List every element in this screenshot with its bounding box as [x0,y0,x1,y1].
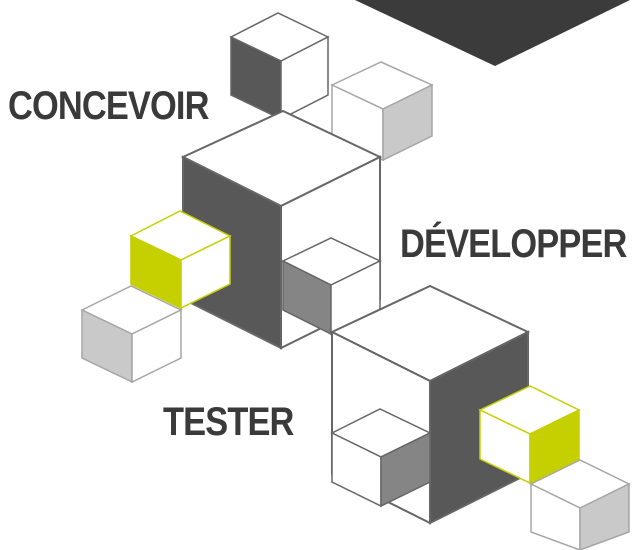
light-gray-cube-top [330,61,434,162]
light-gray-cube-left [80,285,183,384]
accent-cube-left [129,210,232,310]
top-banner-shape [355,0,630,66]
label-tester: TESTER [163,400,294,444]
accent-cube-right [478,385,581,485]
mid-gray-cube-lower [330,408,432,508]
label-developper: DÉVELOPPER [400,222,627,266]
small-dark-cube [229,12,330,121]
light-gray-cube-bottom [529,459,631,550]
label-concevoir: CONCEVOIR [8,84,209,128]
